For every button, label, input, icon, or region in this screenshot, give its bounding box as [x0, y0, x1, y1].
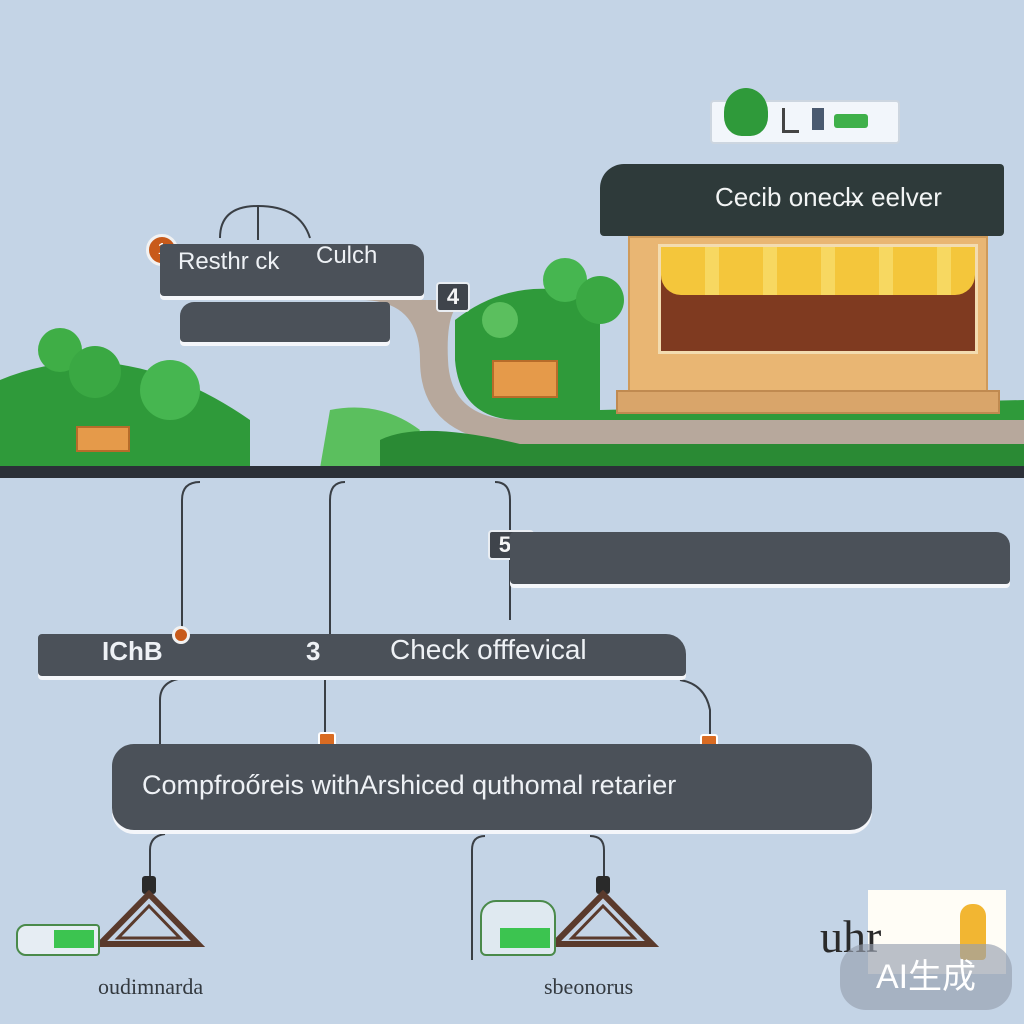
- right-step-bar: [510, 532, 1010, 584]
- top-step-label-a: Resthr ck: [178, 248, 280, 275]
- ai-generated-badge: AI生成: [840, 944, 1012, 1010]
- divider-line: [0, 466, 1024, 478]
- awning: [661, 247, 975, 295]
- top-step-number-text: 4: [446, 284, 460, 309]
- top-step-number: 4: [436, 282, 470, 312]
- grass-sign: [492, 360, 558, 398]
- ai-generated-badge-text: AI生成: [875, 958, 977, 996]
- tray-icon: [16, 924, 100, 956]
- shop-roof: Cecib onecl̶x eelver: [600, 164, 1004, 236]
- shop-window: [658, 244, 978, 354]
- bench-icon: [834, 114, 868, 128]
- grass-sign: [76, 426, 130, 452]
- bottom-step-bar: Compfroőreis withArshiced quthomal retar…: [112, 744, 872, 830]
- hanger-icon: [546, 876, 660, 947]
- hanger-icon: [92, 876, 206, 947]
- right-icon-caption: sbeonorus: [544, 974, 634, 999]
- middle-step-dot: [172, 626, 190, 644]
- grass-area: [0, 258, 1024, 468]
- legend-strip: [710, 88, 900, 144]
- tray-icon: [480, 900, 556, 956]
- tree-icon: [724, 88, 768, 136]
- top-step-bar: Resthr ck Culch: [160, 242, 424, 296]
- middle-step-bar: IChB 3 Check offfevical: [38, 634, 686, 676]
- middle-step-number: 3: [306, 636, 321, 666]
- middle-step-label: Check offfevical: [390, 634, 587, 665]
- chair-icon: [812, 108, 824, 130]
- shop-base: [616, 390, 1000, 414]
- chair-icon: [782, 108, 799, 133]
- left-icon-caption: oudimnarda: [98, 974, 204, 999]
- road: [360, 300, 1024, 444]
- top-step-label-b: Culch: [316, 242, 378, 269]
- bottom-step-label: Compfroőreis withArshiced quthomal retar…: [142, 770, 677, 800]
- middle-left-label: IChB: [102, 636, 163, 666]
- top-step-bar-secondary: [180, 302, 390, 342]
- shop-sign: Cecib onecl̶x eelver: [715, 182, 942, 212]
